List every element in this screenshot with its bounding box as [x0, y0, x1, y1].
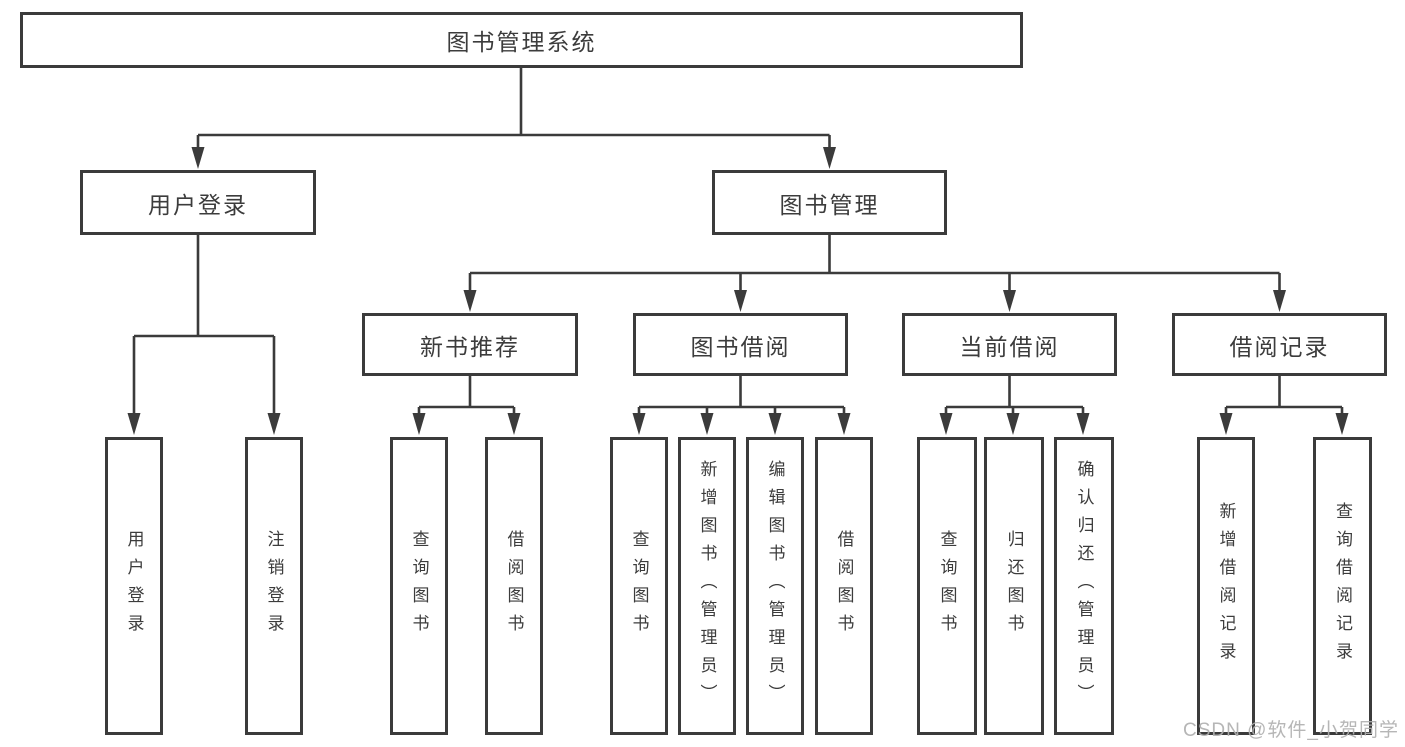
leaf-query-books-current: 查询图书 [917, 437, 977, 735]
leaf-query-books-recommend-label: 查询图书 [409, 530, 429, 642]
leaf-query-books-borrow: 查询图书 [610, 437, 668, 735]
leaf-add-books-admin-label: 新增图书（管理员） [697, 460, 717, 712]
node-root-label: 图书管理系统 [446, 29, 597, 55]
leaf-edit-books-admin: 编辑图书（管理员） [746, 437, 804, 735]
node-book-borrowing: 图书借阅 [633, 313, 848, 376]
node-borrowing-records-label: 借阅记录 [1229, 333, 1330, 360]
leaf-borrow-books-recommend: 借阅图书 [485, 437, 543, 735]
leaf-query-books-borrow-label: 查询图书 [629, 530, 649, 642]
node-user-login: 用户登录 [80, 170, 316, 235]
leaf-borrow-books-recommend-label: 借阅图书 [504, 530, 524, 642]
leaf-query-borrow-record: 查询借阅记录 [1313, 437, 1372, 735]
node-user-login-label: 用户登录 [148, 191, 248, 218]
watermark: CSDN @软件_小贺同学 [1183, 720, 1399, 741]
leaf-borrow-books-label: 借阅图书 [834, 530, 854, 642]
node-new-book-recommendation: 新书推荐 [362, 313, 578, 376]
leaf-confirm-return-admin-label: 确认归还（管理员） [1074, 460, 1094, 712]
node-borrowing-records: 借阅记录 [1172, 313, 1387, 376]
leaf-add-books-admin: 新增图书（管理员） [678, 437, 736, 735]
leaf-query-books-recommend: 查询图书 [390, 437, 448, 735]
leaf-user-login: 用户登录 [105, 437, 163, 735]
leaf-query-borrow-record-label: 查询借阅记录 [1333, 502, 1352, 670]
node-book-management-label: 图书管理 [779, 191, 880, 218]
leaf-logout: 注销登录 [245, 437, 303, 735]
leaf-confirm-return-admin: 确认归还（管理员） [1054, 437, 1114, 735]
node-book-borrowing-label: 图书借阅 [690, 333, 791, 360]
node-root: 图书管理系统 [20, 12, 1023, 68]
node-new-book-recommendation-label: 新书推荐 [420, 333, 520, 360]
leaf-logout-label: 注销登录 [264, 530, 284, 642]
leaf-user-login-label: 用户登录 [124, 530, 144, 642]
leaf-return-books-label: 归还图书 [1004, 530, 1024, 642]
node-book-management: 图书管理 [712, 170, 947, 235]
leaf-query-books-current-label: 查询图书 [937, 530, 957, 642]
arrowhead-icons [127, 147, 1349, 435]
leaf-edit-books-admin-label: 编辑图书（管理员） [765, 460, 785, 712]
leaf-add-borrow-record-label: 新增借阅记录 [1216, 502, 1236, 670]
leaf-return-books: 归还图书 [984, 437, 1044, 735]
node-current-borrowing-label: 当前借阅 [959, 333, 1060, 360]
leaf-add-borrow-record: 新增借阅记录 [1197, 437, 1255, 735]
node-current-borrowing: 当前借阅 [902, 313, 1117, 376]
leaf-borrow-books: 借阅图书 [815, 437, 873, 735]
